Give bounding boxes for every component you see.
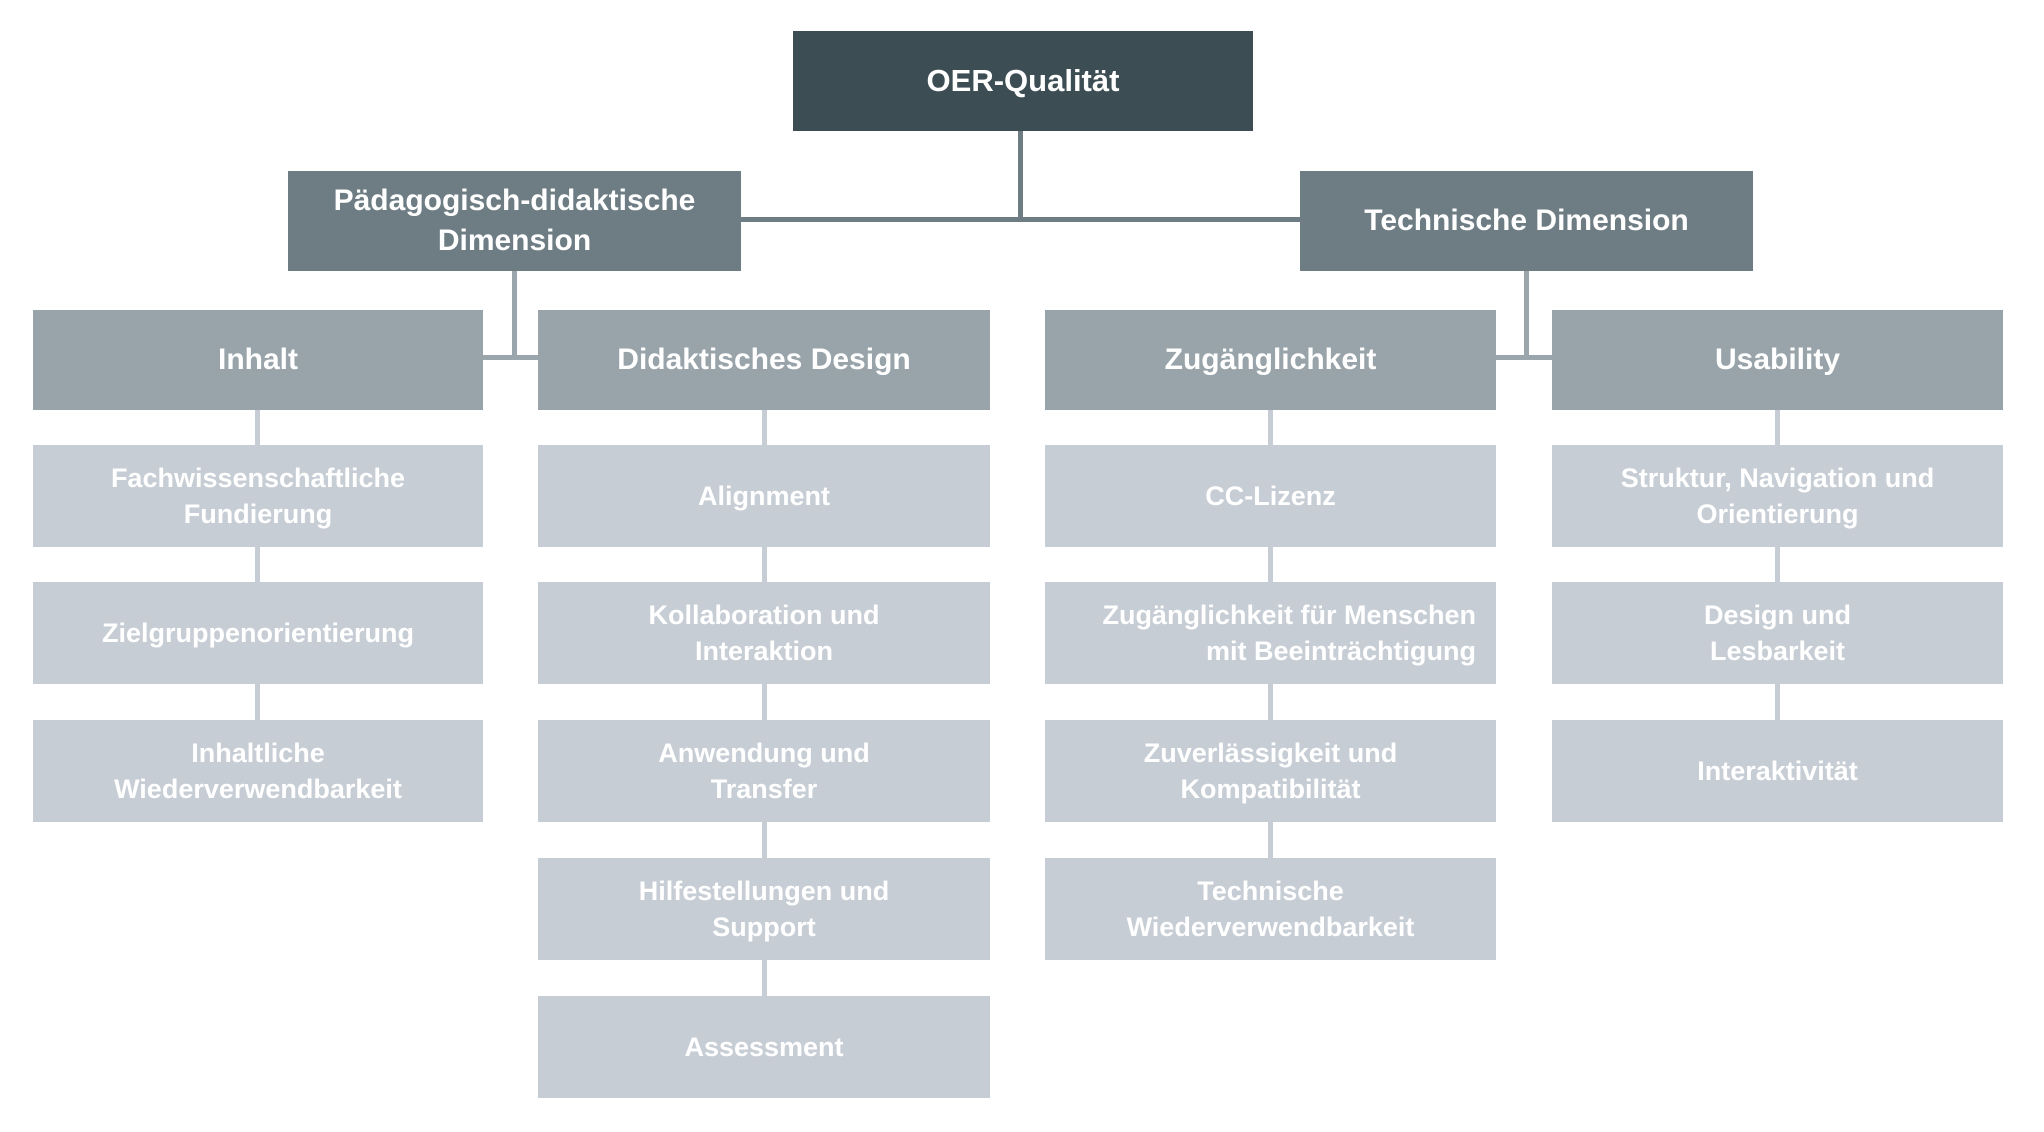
root-node-oer-qualitaet: OER-Qualität — [793, 31, 1253, 131]
connector-didaktik-leaf3 — [762, 684, 767, 720]
connector-usability-leaf3 — [1775, 684, 1780, 720]
leaf-node-zugaenglichkeit-menschen-beeintraechtigung: Zugänglichkeit für Menschen mit Beeinträ… — [1045, 582, 1496, 684]
connector-dimensions-horizontal — [741, 217, 1300, 222]
leaf-node-cc-lizenz: CC-Lizenz — [1045, 445, 1496, 547]
leaf-node-struktur-navigation-orientierung: Struktur, Navigation und Orientierung — [1552, 445, 2003, 547]
connector-paedagogisch-vertical — [512, 271, 517, 360]
leaf-node-technische-wiederverwendbarkeit: Technische Wiederverwendbarkeit — [1045, 858, 1496, 960]
category-node-inhalt: Inhalt — [33, 310, 483, 410]
connector-didaktik-leaf2 — [762, 547, 767, 582]
connector-root-vertical — [1018, 131, 1023, 222]
connector-zugaenglichkeit-leaf2 — [1268, 547, 1273, 582]
connector-zugaenglichkeit-leaf3 — [1268, 684, 1273, 720]
connector-zugaenglichkeit-leaf4 — [1268, 822, 1273, 858]
connector-inhalt-leaf1 — [255, 410, 260, 445]
leaf-node-hilfestellungen-support: Hilfestellungen und Support — [538, 858, 990, 960]
connector-inhalt-leaf2 — [255, 547, 260, 582]
connector-technisch-vertical — [1524, 271, 1529, 360]
leaf-node-design-lesbarkeit: Design und Lesbarkeit — [1552, 582, 2003, 684]
connector-usability-leaf2 — [1775, 547, 1780, 582]
dimension-node-technisch: Technische Dimension — [1300, 171, 1753, 271]
leaf-node-assessment: Assessment — [538, 996, 990, 1098]
leaf-node-kollaboration-interaktion: Kollaboration und Interaktion — [538, 582, 990, 684]
leaf-node-zuverlaessigkeit-kompatibilitaet: Zuverlässigkeit und Kompatibilität — [1045, 720, 1496, 822]
connector-zugaenglichkeit-usability-horizontal — [1496, 355, 1552, 360]
dimension-node-paedagogisch-didaktisch: Pädagogisch-didaktische Dimension — [288, 171, 741, 271]
leaf-node-alignment: Alignment — [538, 445, 990, 547]
connector-didaktik-leaf5 — [762, 960, 767, 996]
connector-didaktik-leaf1 — [762, 410, 767, 445]
connector-inhalt-didaktik-horizontal — [483, 355, 538, 360]
category-node-didaktisches-design: Didaktisches Design — [538, 310, 990, 410]
category-node-usability: Usability — [1552, 310, 2003, 410]
leaf-node-inhaltliche-wiederverwendbarkeit: Inhaltliche Wiederverwendbarkeit — [33, 720, 483, 822]
category-node-zugaenglichkeit: Zugänglichkeit — [1045, 310, 1496, 410]
leaf-node-zielgruppenorientierung: Zielgruppenorientierung — [33, 582, 483, 684]
leaf-node-fachwissenschaftliche-fundierung: Fachwissenschaftliche Fundierung — [33, 445, 483, 547]
connector-inhalt-leaf3 — [255, 684, 260, 720]
leaf-node-anwendung-transfer: Anwendung und Transfer — [538, 720, 990, 822]
connector-didaktik-leaf4 — [762, 822, 767, 858]
connector-usability-leaf1 — [1775, 410, 1780, 445]
connector-zugaenglichkeit-leaf1 — [1268, 410, 1273, 445]
leaf-node-interaktivitaet: Interaktivität — [1552, 720, 2003, 822]
